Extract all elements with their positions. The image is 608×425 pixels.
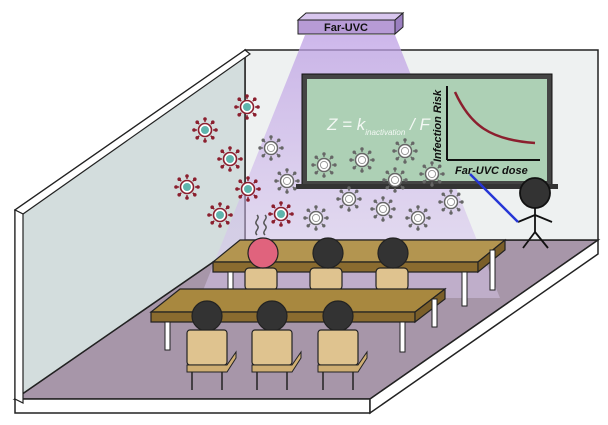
- formula-text: Z = kinactivation / F: [326, 115, 431, 137]
- inactivated-virus-icon: [335, 185, 363, 213]
- formula-tail: / F: [405, 115, 431, 134]
- inset-y-label: Infection Risk: [432, 89, 444, 162]
- left-wall-front: [14, 209, 24, 404]
- inset-x-label: Far-UVC dose: [455, 165, 528, 177]
- inactivated-virus-icon: [391, 137, 419, 165]
- inactivated-virus-icon: [310, 151, 338, 179]
- virus-icon: [267, 200, 295, 228]
- virus-icon: [173, 173, 201, 201]
- sick-student-head: [247, 237, 279, 269]
- formula-subscript: inactivation: [365, 128, 406, 137]
- inactivated-virus-icon: [437, 188, 465, 216]
- student: [309, 237, 344, 291]
- virus-icon: [191, 116, 219, 144]
- inactivated-virus-icon: [273, 167, 301, 195]
- inactivated-virus-icon: [418, 160, 446, 188]
- virus-icon: [216, 145, 244, 173]
- teacher-head: [519, 177, 551, 209]
- cough-breath-icon: [255, 214, 267, 236]
- inactivated-virus-icon: [302, 204, 330, 232]
- inactivated-virus-icon: [369, 195, 397, 223]
- teacher-pointer: [469, 173, 519, 223]
- inset-risk-curve: [453, 91, 536, 145]
- inactivated-virus-icon: [381, 166, 409, 194]
- lamp-top: [296, 12, 405, 21]
- lamp-label: Far-UVC: [324, 22, 368, 34]
- floor-side-edge: [369, 238, 599, 415]
- inactivated-virus-icon: [404, 204, 432, 232]
- inset-chart: Infection Risk Far-UVC dose: [432, 86, 540, 177]
- inactivated-virus-icon: [348, 146, 376, 174]
- whiteboard: [307, 79, 547, 181]
- formula-main: Z = k: [326, 115, 367, 134]
- student: [186, 300, 237, 390]
- back-desk: [211, 238, 507, 307]
- whiteboard-ledge: [296, 184, 558, 189]
- virus-icon: [233, 93, 261, 121]
- virus-icon: [234, 175, 262, 203]
- teacher: [517, 177, 553, 249]
- student: [317, 300, 368, 390]
- student: [251, 300, 302, 390]
- student: [375, 237, 409, 291]
- student-sick: [244, 214, 279, 291]
- lamp-side: [394, 11, 404, 36]
- virus-icon: [206, 201, 234, 229]
- floor-edge: [14, 398, 371, 414]
- far-uvc-lamp: Far-UVC: [296, 11, 405, 36]
- inactivated-virus-icon: [257, 134, 285, 162]
